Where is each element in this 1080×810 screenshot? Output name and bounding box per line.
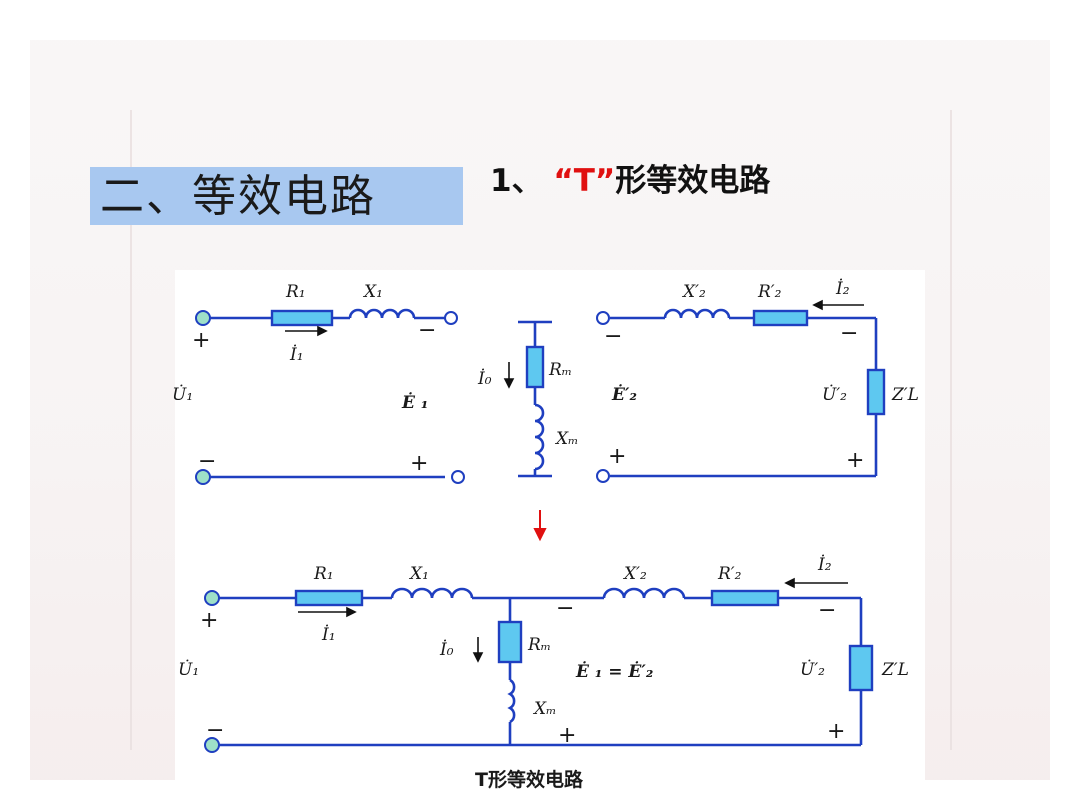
- section-title: 二、等效电路: [100, 171, 376, 222]
- label-x2: X′₂: [681, 282, 706, 302]
- terminal-icon: [195, 469, 211, 485]
- label-u1: U̇₁: [172, 385, 193, 405]
- flow-down-arrow-icon: [533, 528, 547, 542]
- polarity-minus: −: [818, 598, 836, 623]
- resistor-icon: [710, 589, 780, 607]
- label-x1: X₁: [362, 282, 383, 302]
- polarity-plus: +: [192, 328, 210, 353]
- resistor-icon: [848, 644, 874, 692]
- inductor-icon: [663, 308, 731, 319]
- polarity-plus: +: [827, 719, 845, 744]
- label-i1: İ₁: [321, 624, 336, 645]
- label-rm: Rₘ: [527, 635, 551, 655]
- polarity-minus: −: [206, 718, 224, 743]
- polarity-minus: −: [198, 449, 216, 474]
- terminal-icon: [204, 590, 220, 606]
- resistor-icon: [294, 589, 364, 607]
- label-u2: U̇′₂: [800, 660, 825, 680]
- current-arrow-icon: [812, 299, 823, 311]
- polarity-plus: +: [410, 451, 428, 476]
- inductor-icon: [390, 587, 474, 599]
- polarity-minus: −: [840, 321, 858, 346]
- resistor-icon: [866, 368, 886, 416]
- diagram-caption: T形等效电路: [475, 768, 584, 791]
- resistor-icon: [270, 309, 334, 327]
- diagram-subtitle: 1、 “T”形等效电路: [490, 155, 770, 200]
- label-r2: R′₂: [757, 282, 782, 302]
- background-tower: [950, 110, 952, 750]
- polarity-minus: −: [556, 596, 574, 621]
- polarity-plus: +: [200, 608, 218, 633]
- subtitle-quote-open: “: [553, 163, 574, 199]
- resistor-icon: [752, 309, 809, 327]
- label-i0: İ₀: [477, 368, 492, 389]
- current-arrow-icon: [503, 378, 515, 389]
- subtitle-letter: T: [573, 163, 595, 199]
- subtitle-quote-close: ”: [594, 163, 616, 199]
- label-e1: Ė ₁: [401, 392, 428, 413]
- label-i2: İ₂: [835, 278, 850, 299]
- terminal-icon: [204, 737, 220, 753]
- polarity-minus: −: [418, 318, 436, 343]
- polarity-plus: +: [846, 448, 864, 473]
- current-arrow-icon: [346, 606, 357, 618]
- terminal-icon: [596, 469, 610, 483]
- label-rm: Rₘ: [548, 360, 572, 380]
- terminal-icon: [444, 311, 458, 325]
- current-arrow-icon: [472, 652, 484, 663]
- terminal-icon: [195, 310, 211, 326]
- label-e2: Ė′₂: [611, 384, 637, 405]
- diagram-panel: [175, 270, 925, 790]
- section-title-box: [90, 167, 463, 225]
- label-u1: U̇₁: [178, 660, 199, 680]
- label-r1: R₁: [285, 282, 306, 302]
- label-zl: Z′L: [891, 385, 919, 405]
- equation-e1-e2: Ė ₁ = Ė′₂: [575, 661, 653, 682]
- terminal-icon: [451, 470, 465, 484]
- label-r1: R₁: [313, 564, 334, 584]
- polarity-plus: +: [558, 723, 576, 748]
- label-xm: Xₘ: [532, 699, 557, 719]
- inductor-icon: [602, 587, 686, 599]
- current-arrow-icon: [784, 577, 795, 589]
- label-xm: Xₘ: [554, 429, 579, 449]
- subtitle-rest: 形等效电路: [615, 163, 771, 199]
- polarity-minus: −: [604, 324, 622, 349]
- inductor-icon: [534, 403, 545, 471]
- label-i1: İ₁: [289, 344, 304, 365]
- current-arrow-icon: [317, 325, 328, 337]
- background-tower: [130, 110, 132, 750]
- label-i0: İ₀: [439, 639, 454, 660]
- label-r2: R′₂: [717, 564, 742, 584]
- label-zl: Z′L: [881, 660, 909, 680]
- subtitle-number: 1、: [490, 163, 543, 199]
- label-u2: U̇′₂: [822, 385, 847, 405]
- label-x2: X′₂: [622, 564, 647, 584]
- terminal-icon: [596, 311, 610, 325]
- resistor-icon: [525, 345, 545, 389]
- label-x1: X₁: [408, 564, 429, 584]
- label-i2: İ₂: [817, 554, 832, 575]
- resistor-icon: [497, 620, 523, 664]
- inductor-icon: [507, 678, 516, 724]
- polarity-plus: +: [608, 444, 626, 469]
- inductor-icon: [348, 308, 416, 319]
